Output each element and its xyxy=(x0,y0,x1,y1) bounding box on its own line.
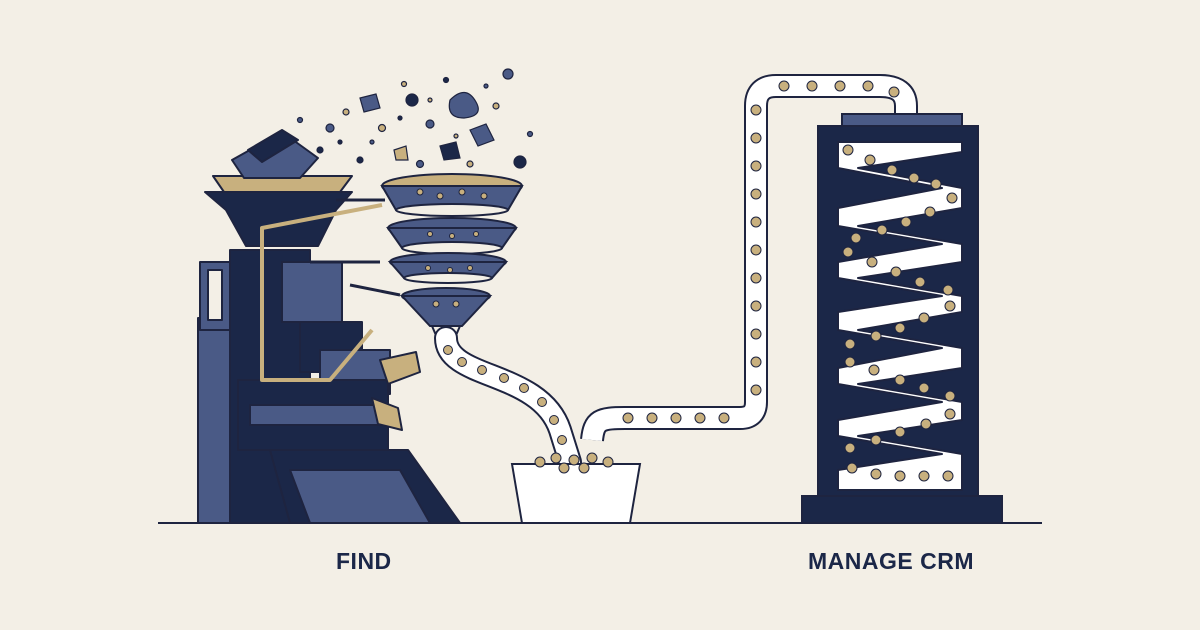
sorting-machine-icon xyxy=(197,129,461,524)
sieve-grains xyxy=(416,188,488,308)
tower-grains xyxy=(842,144,958,482)
sieve-stack-icon xyxy=(380,173,524,341)
find-label: FIND xyxy=(336,548,392,574)
debris-cloud xyxy=(296,68,534,169)
manage-crm-label: MANAGE CRM xyxy=(808,548,974,574)
tube-icon xyxy=(580,74,918,442)
funnel-tube xyxy=(434,326,582,474)
tube-grains xyxy=(622,80,900,424)
crm-tower-icon xyxy=(801,113,1003,524)
bowl-icon xyxy=(510,452,642,524)
gold-connector-pipe xyxy=(260,203,383,382)
